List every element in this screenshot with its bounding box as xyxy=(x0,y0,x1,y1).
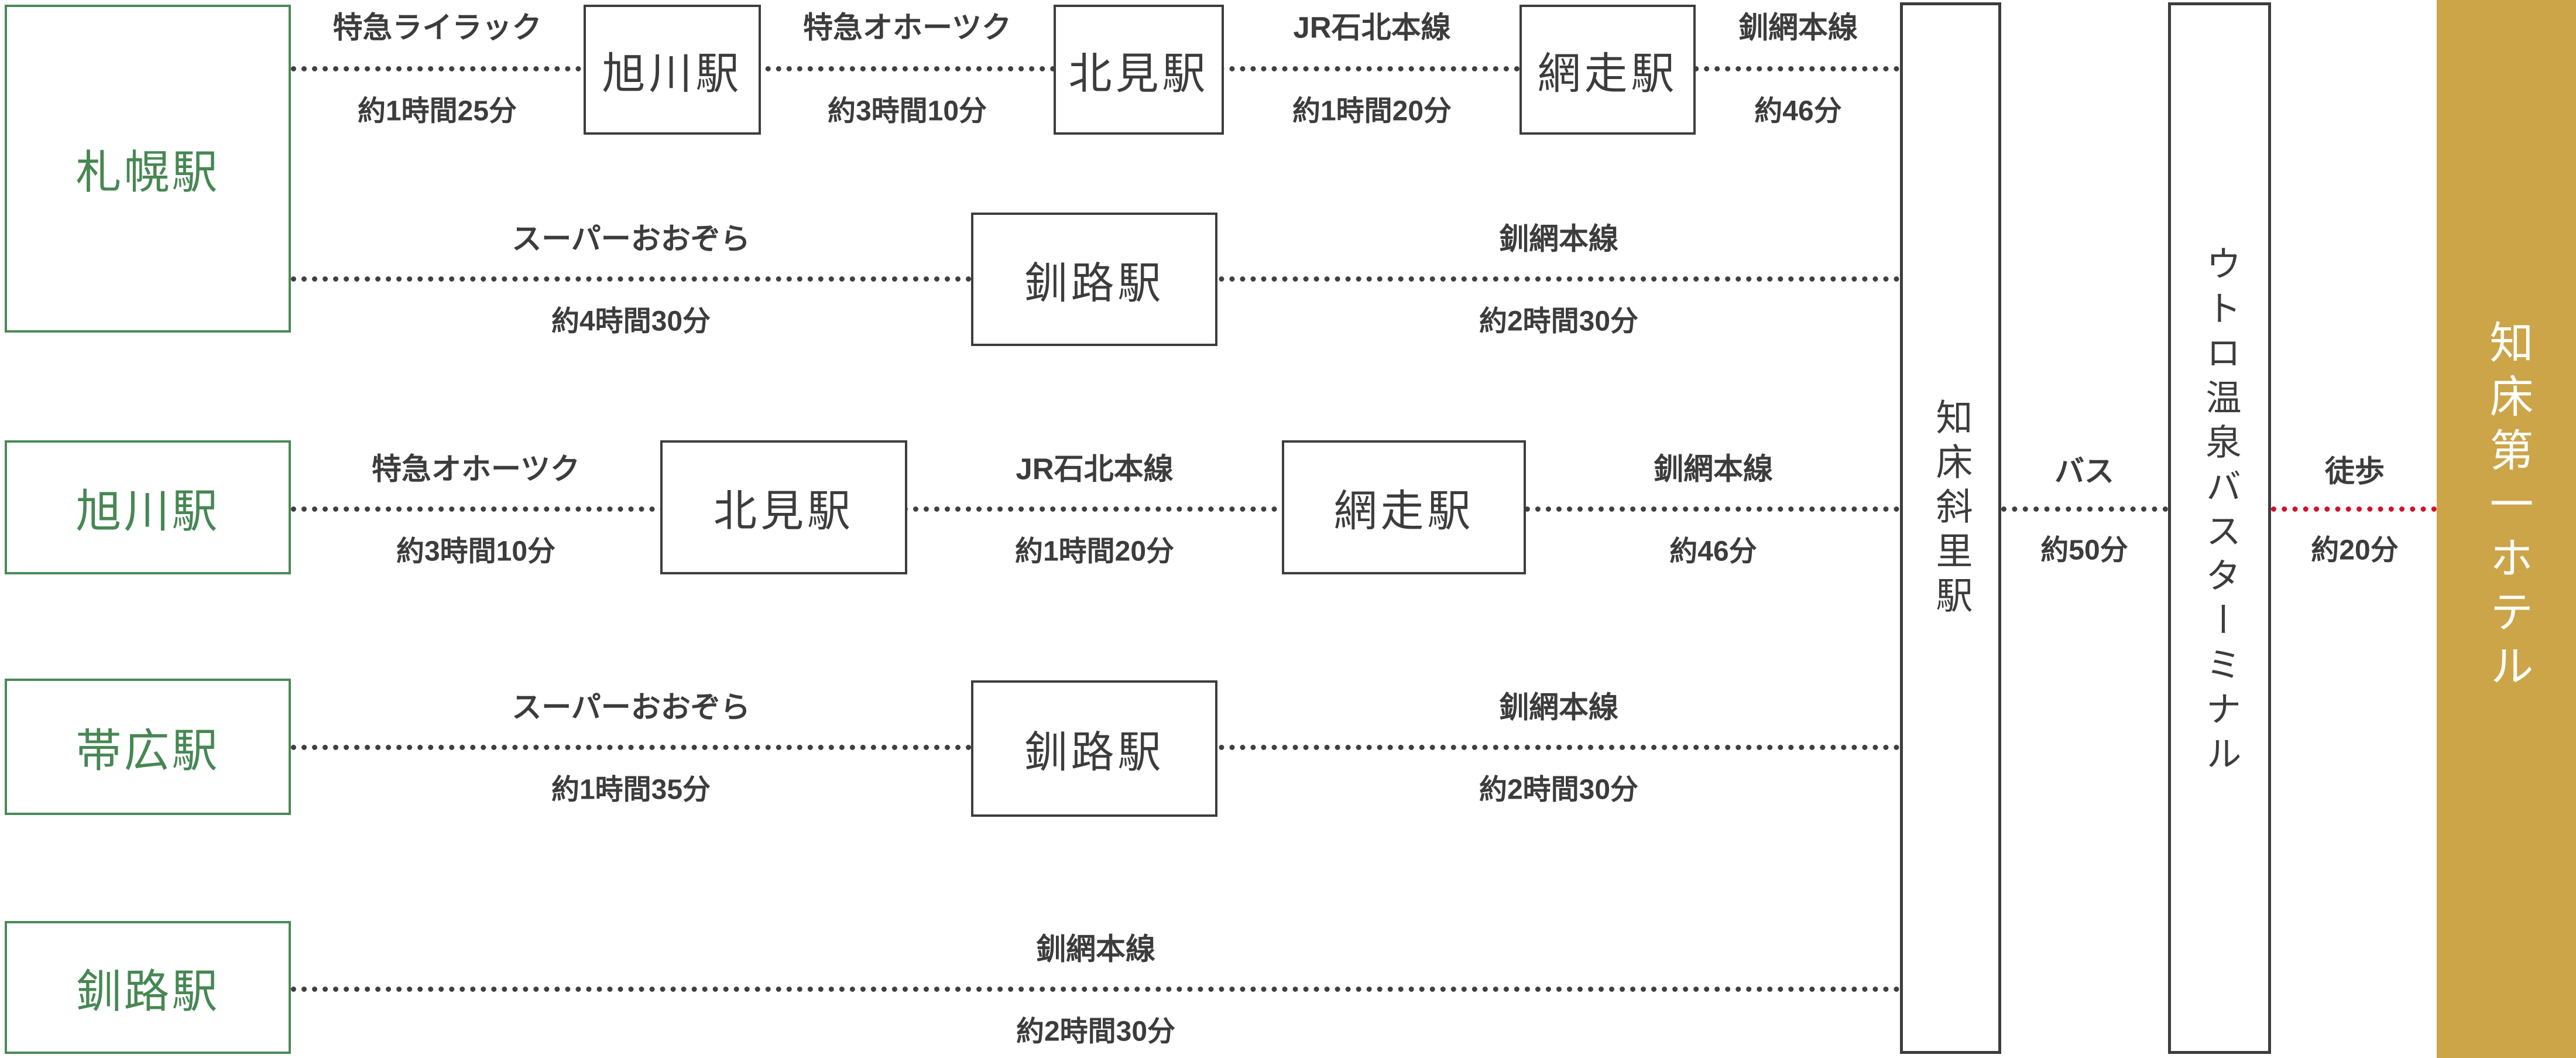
train-line-label: JR石北本線 xyxy=(1293,11,1451,44)
transfer-station-label: 釧路駅 xyxy=(1024,729,1165,777)
train-line-label: 特急オホーツク xyxy=(372,452,580,486)
origin-label-kushiro: 釧路駅 xyxy=(76,965,220,1017)
walk-mode-label: 徒歩 xyxy=(2324,454,2385,488)
route-dotted-line-row5 xyxy=(291,987,1900,992)
train-line-label: JR石北本線 xyxy=(1016,452,1174,486)
transfer-station-box: 北見駅 xyxy=(660,440,907,574)
train-line-label: 釧網本線 xyxy=(1653,452,1774,486)
train-line-label: 釧網本線 xyxy=(1035,932,1156,966)
transfer-station-label: 北見駅 xyxy=(714,488,854,536)
origin-label-obihiro: 帯広駅 xyxy=(76,725,220,776)
duration-label: 約46分 xyxy=(1754,95,1842,127)
train-line-label: スーパーおおぞら xyxy=(512,690,750,724)
duration-label: 約1時間35分 xyxy=(551,774,711,806)
transfer-station-label: 旭川駅 xyxy=(602,50,743,98)
transfer-station-box: 釧路駅 xyxy=(971,680,1217,817)
transfer-station-box: 旭川駅 xyxy=(584,5,761,135)
destination-label: 知床第一ホテル xyxy=(2482,320,2532,697)
transfer-station-box: 北見駅 xyxy=(1054,5,1224,135)
train-line-label: スーパーおおぞら xyxy=(512,222,750,256)
origin-box-obihiro: 帯広駅 xyxy=(5,679,291,815)
duration-label: 約1時間20分 xyxy=(1292,95,1452,127)
duration-label: 約3時間10分 xyxy=(827,95,987,127)
duration-label: 約3時間10分 xyxy=(396,536,556,567)
hub-station-box xyxy=(1900,2,2001,1054)
train-line-label: 釧網本線 xyxy=(1738,11,1858,44)
bus-dotted-line xyxy=(2001,506,2168,512)
duration-label: 約1時間20分 xyxy=(1014,536,1175,567)
walk-duration-label: 約20分 xyxy=(2311,535,2399,566)
bus-terminal-label: ウトロ温泉バスターミナル xyxy=(2200,245,2239,779)
train-line-label: 特急ライラック xyxy=(332,11,542,44)
train-line-label: 釧網本線 xyxy=(1498,222,1619,256)
origin-box-sapporo: 札幌駅 xyxy=(5,5,291,333)
transfer-station-label: 釧路駅 xyxy=(1024,259,1165,308)
bus-terminal-box xyxy=(2168,2,2271,1054)
hub-station-label: 知床斜里駅 xyxy=(1930,398,1972,621)
origin-label-asahikawa: 旭川駅 xyxy=(76,485,220,537)
bus-mode-label: バス xyxy=(2054,454,2115,488)
transfer-station-label: 網走駅 xyxy=(1537,50,1678,98)
transfer-station-label: 北見駅 xyxy=(1068,50,1209,98)
transfer-station-box: 網走駅 xyxy=(1519,5,1696,135)
destination-bar xyxy=(2437,0,2576,1058)
duration-label: 約2時間30分 xyxy=(1016,1016,1176,1047)
bus-duration-label: 約50分 xyxy=(2040,535,2128,566)
walk-dotted-line xyxy=(2271,506,2437,512)
origin-box-kushiro: 釧路駅 xyxy=(5,921,291,1054)
duration-label: 約2時間30分 xyxy=(1479,774,1639,806)
transfer-station-label: 網走駅 xyxy=(1333,488,1474,536)
duration-label: 約2時間30分 xyxy=(1479,306,1639,337)
route-dotted-line-row3 xyxy=(291,506,1900,512)
duration-label: 約4時間30分 xyxy=(551,306,711,337)
origin-box-asahikawa: 旭川駅 xyxy=(5,440,291,574)
transfer-station-box: 釧路駅 xyxy=(971,213,1217,346)
train-line-label: 釧網本線 xyxy=(1498,690,1619,724)
origin-label-sapporo: 札幌駅 xyxy=(76,147,220,198)
duration-label: 約46分 xyxy=(1669,536,1757,567)
train-line-label: 特急オホーツク xyxy=(803,11,1011,44)
duration-label: 約1時間25分 xyxy=(357,95,517,127)
transfer-station-box: 網走駅 xyxy=(1282,440,1526,574)
